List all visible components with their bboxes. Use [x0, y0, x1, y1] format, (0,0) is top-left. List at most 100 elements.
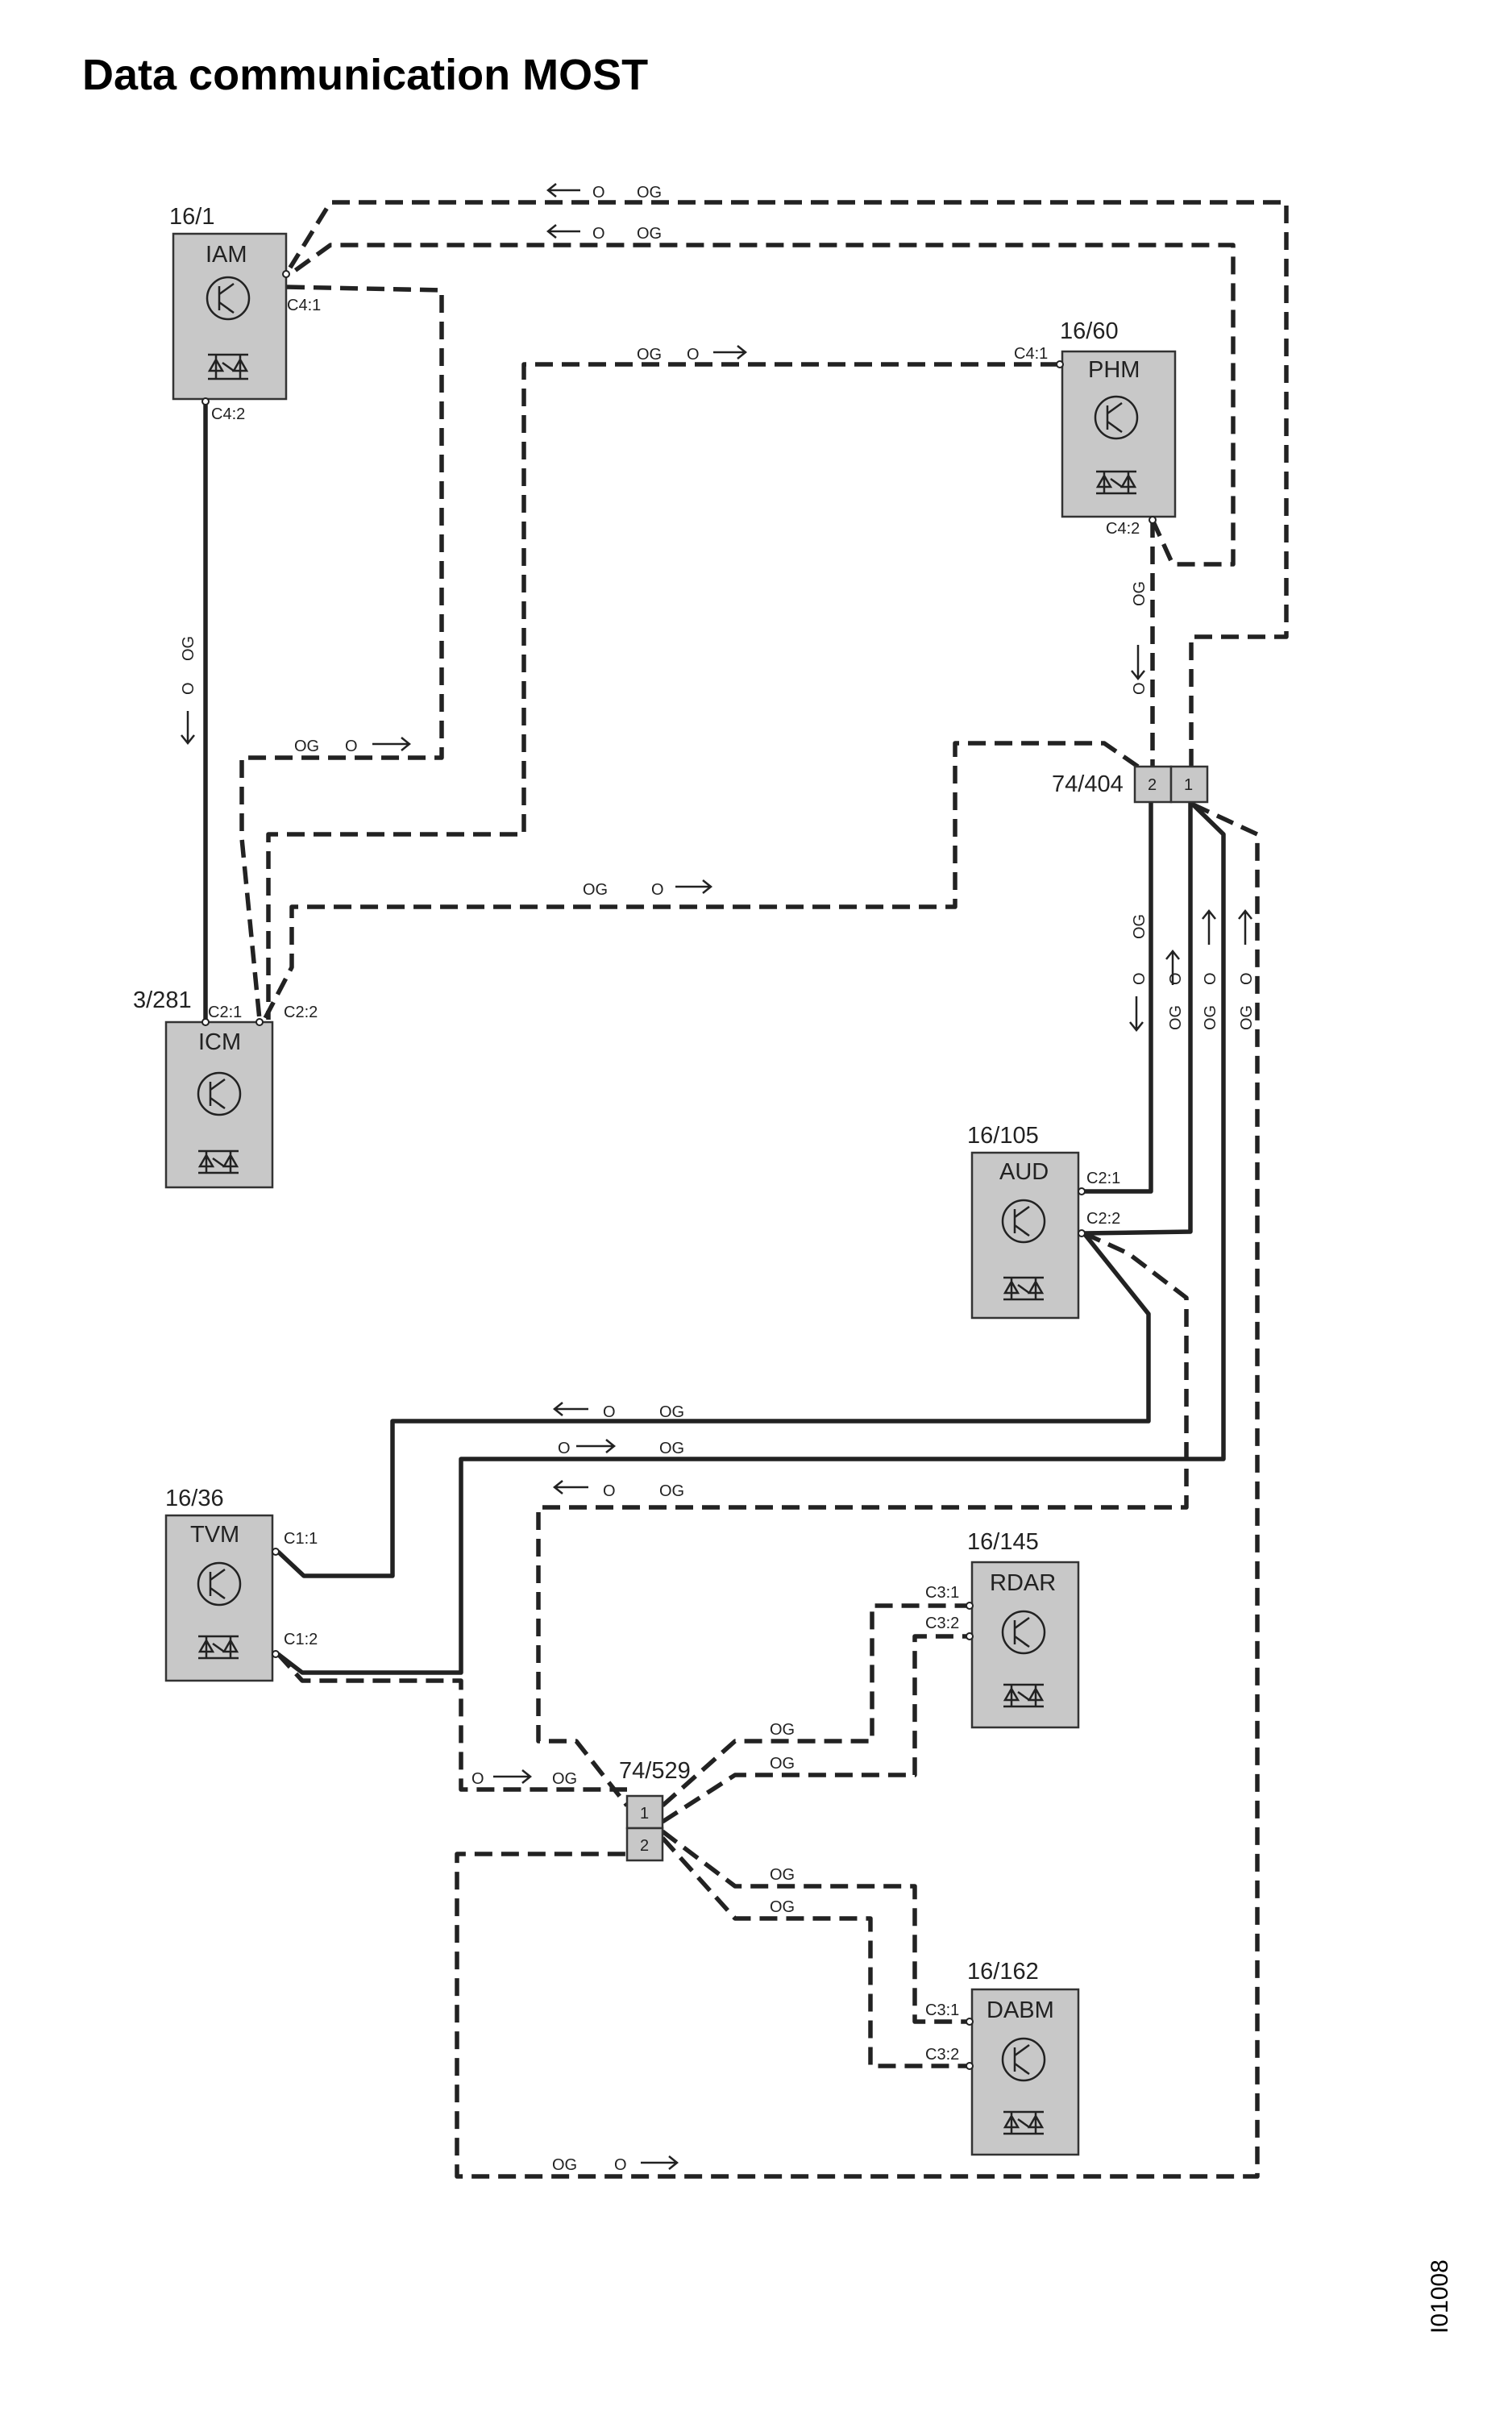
wire-dir-label: O: [614, 2156, 627, 2174]
module-number: 16/1: [169, 204, 214, 230]
wire-dir-label: O: [1202, 972, 1219, 985]
wire-phm-to-iam: [289, 243, 1236, 567]
module-number: 16/145: [967, 1529, 1039, 1555]
pin-label: C3:2: [925, 1615, 959, 1632]
pin-dot: [966, 2018, 974, 2026]
wire-color-label: OG: [637, 184, 662, 202]
module-number: 3/281: [133, 987, 192, 1013]
module-box: [164, 1514, 274, 1682]
wire-color-label: OG: [659, 1440, 684, 1457]
wire-dir-label: O: [603, 1403, 616, 1421]
wire-dir-label: O: [687, 346, 700, 364]
connector-74-529: 74/529 1 2: [619, 1758, 691, 1862]
pin-dot: [966, 2062, 974, 2070]
wire-404-outer-loop: [455, 802, 1260, 2179]
wire-annotations: O OG O OG OG O OG O OG O OG O OG O: [180, 183, 1256, 2174]
wire-tvm-to-529: [276, 1652, 627, 1792]
arrow-up: [1165, 949, 1180, 985]
wire-color-label: OG: [1131, 581, 1149, 606]
wire-color-label: OG: [1238, 1005, 1256, 1030]
wire-dir-label: O: [558, 1440, 571, 1457]
module-name: AUD: [999, 1159, 1049, 1185]
module-aud: 16/105 AUD C2:1 C2:2: [967, 1123, 1120, 1320]
module-phm: 16/60 PHM C4:1 C4:2: [1014, 318, 1177, 538]
arrow-down: [1131, 645, 1145, 681]
wire-color-label: OG: [180, 636, 197, 661]
connector-pin-label: 2: [640, 1837, 649, 1855]
connector-pin-box: [1133, 765, 1173, 804]
wire-color-label: OG: [770, 1721, 795, 1739]
diode-icon: [1095, 470, 1137, 495]
connector-pin-label: 1: [640, 1805, 649, 1823]
module-tvm: 16/36 TVM C1:1 C1:2: [164, 1486, 318, 1682]
transistor-icon: [197, 1561, 242, 1607]
pin-label: C2:1: [208, 1004, 242, 1021]
connector-pin-label: 1: [1184, 776, 1193, 794]
pin-label: C2:2: [1086, 1210, 1120, 1228]
arrow-down: [181, 711, 195, 746]
arrow-up: [1202, 908, 1216, 945]
arrow-up: [1238, 908, 1252, 945]
pin-dot: [201, 397, 210, 405]
wire-dir-label: O: [603, 1482, 616, 1500]
arrow-left: [546, 224, 580, 239]
wire-529-to-rdar-c31: [661, 1603, 967, 1808]
pin-label: C3:1: [925, 2001, 959, 2019]
wire-529-to-dabm-c32: [660, 1836, 967, 2068]
module-name: DABM: [987, 1997, 1054, 2023]
diode-icon: [1003, 1683, 1045, 1708]
transistor-icon: [1001, 1610, 1046, 1655]
pin-dot: [282, 270, 290, 278]
pin-label: C1:2: [284, 1631, 318, 1648]
module-name: ICM: [198, 1029, 241, 1055]
pin-dot: [272, 1548, 280, 1556]
wire-dir-label: O: [1131, 972, 1149, 985]
arrow-right: [675, 879, 713, 894]
wire-dir-label: O: [345, 738, 358, 755]
wire-color-label: OG: [552, 1770, 577, 1788]
wire-dir-label: O: [180, 682, 197, 695]
wire-529-to-dabm-c31: [661, 1829, 967, 2024]
pin-dot: [966, 1632, 974, 1640]
module-name: TVM: [190, 1522, 239, 1548]
transistor-icon: [197, 1071, 242, 1116]
wire-color-label: OG: [770, 1898, 795, 1916]
arrow-right: [713, 345, 748, 360]
wire-color-label: OG: [1167, 1005, 1185, 1030]
wire-dir-label: O: [651, 881, 664, 899]
wire-404-to-aud-c21: [1084, 802, 1153, 1194]
arrow-left: [546, 183, 580, 197]
wire-color-label: OG: [294, 738, 319, 755]
transistor-icon: [206, 276, 251, 321]
module-dabm: 16/162 DABM C3:1 C3:2: [925, 1959, 1080, 2156]
connector-pin-box: [625, 1827, 664, 1862]
transistor-icon: [1001, 1199, 1046, 1244]
diode-icon: [197, 1149, 239, 1174]
pin-label: C4:2: [211, 405, 245, 423]
pin-dot: [1149, 516, 1157, 524]
wire-color-label: OG: [583, 881, 608, 899]
pin-label: C3:1: [925, 1584, 959, 1602]
arrow-left: [552, 1402, 588, 1416]
wires: [203, 200, 1289, 2179]
diode-icon: [1003, 2110, 1045, 2135]
pin-dot: [201, 1018, 210, 1026]
arrow-left: [552, 1480, 588, 1494]
module-number: 16/60: [1060, 318, 1119, 344]
connector-pin-box: [1169, 765, 1209, 804]
pin-label: C4:1: [287, 297, 321, 314]
wire-color-label: OG: [1202, 1005, 1219, 1030]
wire-dir-label: O: [1131, 682, 1149, 695]
wire-aud-to-529: [536, 1231, 1189, 1807]
pin-label: C2:1: [1086, 1170, 1120, 1187]
connector-pin-label: 2: [1148, 776, 1157, 794]
module-iam: 16/1 IAM C4:1 C4:2: [169, 204, 321, 423]
pin-dot: [255, 1018, 264, 1026]
pin-label: C4:2: [1106, 520, 1140, 538]
arrow-right: [372, 737, 412, 751]
arrow-down: [1129, 996, 1144, 1033]
arrow-right: [493, 1769, 533, 1784]
wire-color-label: OG: [637, 225, 662, 243]
pin-label: C3:2: [925, 2046, 959, 2064]
